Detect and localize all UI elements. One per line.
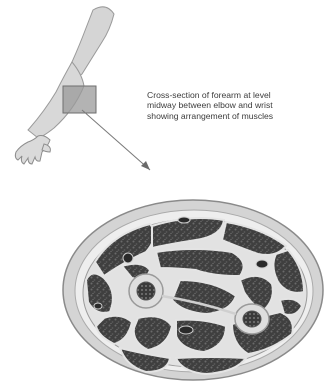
pointer-arrowhead <box>141 161 150 170</box>
section-marker <box>63 86 96 113</box>
caption-line: Cross-section of forearm at level <box>147 90 325 100</box>
pointer-line <box>82 110 150 170</box>
caption-line: midway between elbow and wrist <box>147 100 325 110</box>
vessel <box>256 260 268 268</box>
vessel <box>179 326 193 334</box>
thumb <box>42 144 50 152</box>
vessel <box>94 303 102 309</box>
ulna-marrow <box>243 311 261 327</box>
radius-bone <box>129 274 163 308</box>
ulna-bone <box>235 304 269 334</box>
caption: Cross-section of forearm at level midway… <box>147 90 325 121</box>
vessel <box>178 217 190 223</box>
forearm-cross-section <box>63 200 323 380</box>
radius-marrow <box>137 282 155 300</box>
arm-illustration <box>15 7 150 170</box>
caption-line: showing arrangement of muscles <box>147 111 325 121</box>
vessel <box>123 253 133 263</box>
